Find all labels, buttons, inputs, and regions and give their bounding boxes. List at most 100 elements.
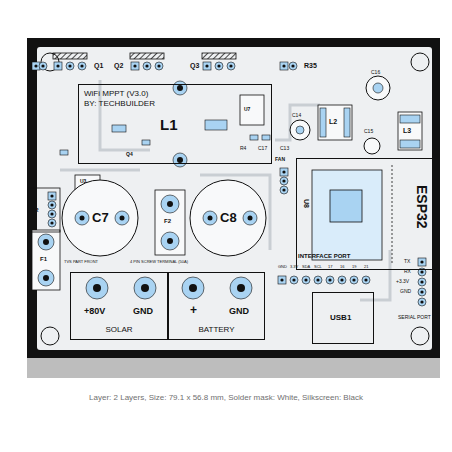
silkscreen-label: GND xyxy=(278,265,287,269)
header-pad xyxy=(418,258,426,266)
pcb-shape xyxy=(141,284,149,292)
silkscreen-label: 16 xyxy=(340,265,344,269)
pcb-shape xyxy=(312,170,382,260)
header-pad xyxy=(338,276,346,284)
pad-hole xyxy=(282,179,285,182)
silkscreen-label: SERIAL PORT xyxy=(398,315,431,320)
pad-hole xyxy=(304,278,307,281)
silkscreen-label: 3.3V xyxy=(290,265,298,269)
pcb-shape xyxy=(182,277,204,299)
silkscreen-label: F2 xyxy=(164,218,171,224)
pcb-shape xyxy=(366,76,390,100)
header-pad xyxy=(290,276,298,284)
pad-hole xyxy=(292,278,295,281)
component-outlines xyxy=(28,95,422,290)
header-pad xyxy=(289,62,297,70)
pcb-shape xyxy=(330,190,362,222)
silkscreen-label: INTERFACE PORT xyxy=(298,253,350,259)
pad-hole xyxy=(50,212,53,215)
header-pad xyxy=(48,210,56,218)
silkscreen-label: TX xyxy=(404,259,410,264)
smd-pads xyxy=(60,108,420,155)
pcb-shape xyxy=(205,120,227,130)
header-pad xyxy=(280,186,288,194)
header-pad xyxy=(48,201,56,209)
capacitor-c8: C8 xyxy=(190,180,266,256)
copper-traces xyxy=(60,80,390,300)
silkscreen-label: Q4 xyxy=(126,152,133,157)
silkscreen-label: U3 xyxy=(80,179,86,184)
header-pad xyxy=(418,278,426,286)
pad-hole xyxy=(50,194,53,197)
pcb-shape xyxy=(190,180,266,256)
header-pad xyxy=(54,62,62,70)
pad-hole xyxy=(352,278,355,281)
pcb-shape xyxy=(93,284,101,292)
through-hole-pads xyxy=(38,81,383,299)
pcb-shape xyxy=(373,83,383,93)
node-text: GND xyxy=(133,307,153,316)
header-pad xyxy=(215,62,223,70)
pcb-shape xyxy=(400,115,420,123)
solar-terminal: +80VGNDSOLAR xyxy=(70,272,168,340)
header-pad xyxy=(418,288,426,296)
pad-hole xyxy=(50,203,53,206)
pcb-shape xyxy=(320,108,326,137)
pcb-shape xyxy=(290,120,310,140)
pad-hole xyxy=(229,64,232,67)
silkscreen-label: R35 xyxy=(304,62,317,69)
header-pad xyxy=(350,276,358,284)
silkscreen-label: GND xyxy=(400,289,411,294)
pcb-shape xyxy=(167,201,173,207)
header-pad xyxy=(66,62,74,70)
silkscreen-label: L3 xyxy=(403,127,411,134)
header-pad xyxy=(280,62,288,70)
header-pad xyxy=(280,168,288,176)
silkscreen-label: R4 xyxy=(240,146,246,151)
pcb-shape xyxy=(208,216,213,221)
pcb-shape xyxy=(43,239,49,245)
node-text: BATTERY xyxy=(169,326,264,334)
node-text: GND xyxy=(229,307,249,316)
hatched-blocks xyxy=(53,53,236,59)
silkscreen-label: 21 xyxy=(364,265,368,269)
pcb-shape xyxy=(189,284,197,292)
silkscreen-label: RX xyxy=(404,269,411,274)
pad-hole xyxy=(280,278,283,281)
pcb-shape xyxy=(62,180,138,256)
pcb-shape xyxy=(275,105,320,140)
pcb-shape xyxy=(296,126,304,134)
silkscreen-label: Q3 xyxy=(190,62,199,69)
pad-hole xyxy=(420,260,423,263)
pad-hole xyxy=(364,278,367,281)
pad-hole xyxy=(291,64,294,67)
node-text: USB1 xyxy=(330,314,351,322)
pad-hole xyxy=(80,64,83,67)
pad-hole xyxy=(50,221,53,224)
header-pad xyxy=(131,62,139,70)
pcb-shape xyxy=(398,112,422,150)
header-pad xyxy=(314,276,322,284)
pcb-shape xyxy=(86,277,108,299)
pcb-shape xyxy=(38,270,54,286)
silkscreen-label: C15 xyxy=(364,129,373,134)
frame-strip xyxy=(27,358,440,378)
pad-hole xyxy=(420,300,423,303)
pcb-shape xyxy=(318,105,352,140)
pad-hole xyxy=(41,64,44,67)
pcb-shape xyxy=(80,216,85,221)
node-text: BY: TECHBUILDER xyxy=(84,100,155,108)
pcb-shape xyxy=(60,150,68,155)
pad-hole xyxy=(56,64,59,67)
pcb-shape xyxy=(243,211,257,225)
node-text: SOLAR xyxy=(71,326,167,334)
pcb-shape xyxy=(364,138,380,154)
pcb-shape xyxy=(38,234,54,250)
silkscreen-label: U7 xyxy=(244,107,250,112)
pad-hole xyxy=(205,64,208,67)
pcb-shape xyxy=(53,53,87,59)
pad-hole xyxy=(420,290,423,293)
capacitor-c7: C7 xyxy=(62,180,138,256)
pad-hole xyxy=(282,64,285,67)
